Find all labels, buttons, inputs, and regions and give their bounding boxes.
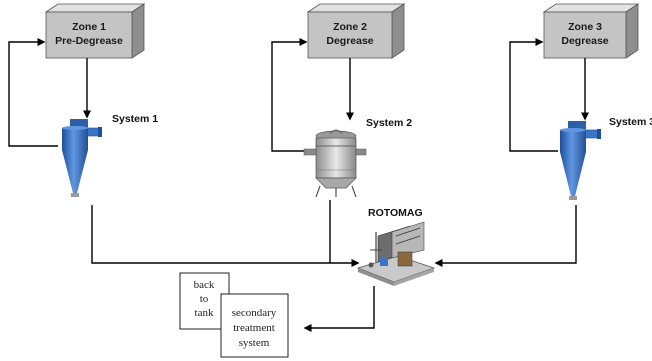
secondary-line1: secondary	[232, 307, 277, 319]
zone-1-title: Zone 1	[72, 21, 106, 33]
hydrocyclone-1	[62, 119, 102, 197]
zone-2-box: Zone 2 Degrease	[306, 3, 406, 59]
secondary-treatment-box: secondary treatment system	[220, 293, 289, 358]
zone-1-box: Zone 1 Pre-Degrease	[44, 3, 146, 59]
line-rotomag-to-secondary	[303, 286, 375, 332]
rotomag-unit	[356, 221, 436, 286]
zone-1-subtitle: Pre-Degrease	[55, 35, 123, 47]
back-to-tank-line3: tank	[195, 307, 214, 319]
back-to-tank-line1: back	[194, 279, 215, 291]
hydrocyclone-3	[560, 121, 601, 200]
zone-3-box: Zone 3 Degrease	[542, 3, 640, 59]
system-1-label: System 1	[112, 113, 158, 125]
loop-system2-to-zone2	[271, 38, 308, 152]
secondary-line3: system	[239, 337, 270, 349]
line-system1-to-rotomag	[91, 205, 360, 267]
secondary-line2: treatment	[233, 322, 275, 334]
back-to-tank-line2: to	[200, 293, 209, 305]
zone-3-subtitle: Degrease	[561, 35, 608, 47]
line-system3-to-rotomag	[434, 205, 577, 267]
zone-3-title: Zone 3	[568, 21, 602, 33]
rotomag-label: ROTOMAG	[368, 207, 423, 219]
loop-system3-to-zone3	[509, 38, 558, 152]
system-3-label: System 3	[609, 116, 652, 128]
bag-filter-2	[303, 129, 367, 198]
loop-system1-to-zone1	[8, 38, 58, 147]
system-2-label: System 2	[366, 117, 412, 129]
zone-2-title: Zone 2	[333, 21, 367, 33]
zone-2-subtitle: Degrease	[326, 35, 373, 47]
